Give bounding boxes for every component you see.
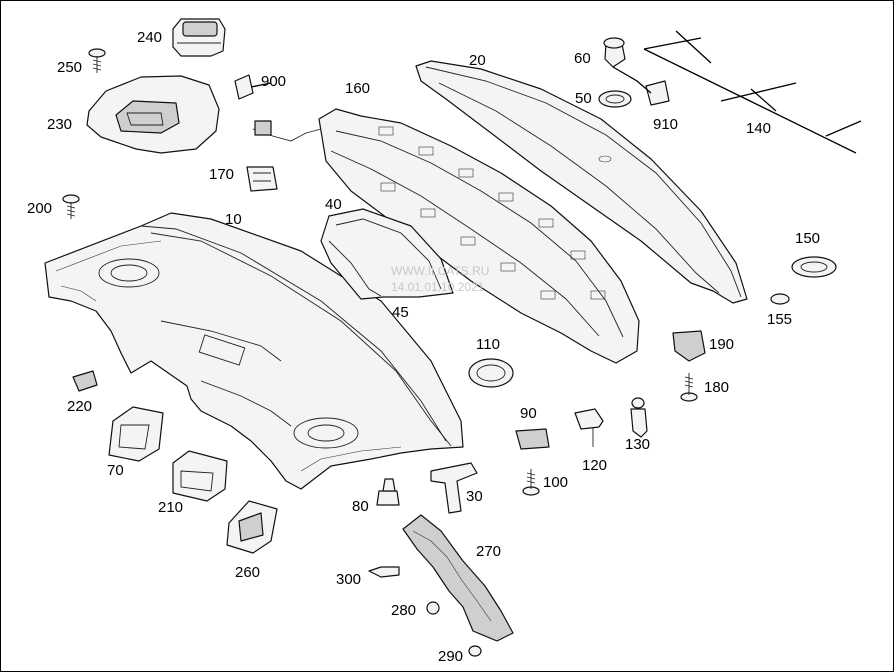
callout-270: 270: [476, 543, 501, 560]
callout-30: 30: [466, 488, 483, 505]
part-20-shelf-trim: [415, 60, 748, 304]
callout-290: 290: [438, 648, 463, 665]
callout-140: 140: [746, 120, 771, 137]
part-60-grommet: [603, 37, 626, 68]
callout-80: 80: [352, 498, 369, 515]
part-90-clip: [515, 428, 550, 450]
part-240-switch: [172, 18, 226, 57]
callout-910: 910: [653, 116, 678, 133]
callout-250: 250: [57, 59, 82, 76]
part-110-clip-ring: [468, 358, 514, 388]
part-100-screw: [522, 469, 540, 496]
callout-110: 110: [476, 336, 500, 353]
part-170-connector: [246, 166, 278, 192]
callout-150: 150: [795, 230, 820, 247]
part-250-screw: [88, 48, 106, 73]
callout-200: 200: [27, 200, 52, 217]
part-300-screw: [368, 566, 400, 578]
callout-160: 160: [345, 80, 370, 97]
callout-230: 230: [47, 116, 72, 133]
callout-260: 260: [235, 564, 260, 581]
part-280-screw: [426, 601, 440, 615]
callout-130: 130: [625, 436, 650, 453]
part-900-wire-harness: [252, 120, 322, 142]
callout-120: 120: [582, 457, 607, 474]
callout-60: 60: [574, 50, 591, 67]
callout-90: 90: [520, 405, 537, 422]
callout-155: 155: [767, 311, 792, 328]
callout-45: 45: [392, 304, 409, 321]
callout-70: 70: [107, 462, 124, 479]
callout-190: 190: [709, 336, 734, 353]
callout-240: 240: [137, 29, 162, 46]
part-190-clip: [672, 330, 706, 362]
part-900-label: [234, 74, 254, 100]
leader-lines: [250, 66, 652, 94]
callout-50: 50: [575, 90, 592, 107]
part-150-plug: [791, 256, 837, 278]
callout-180: 180: [704, 379, 729, 396]
callout-280: 280: [391, 602, 416, 619]
part-130-clip: [630, 397, 648, 438]
part-40-45-cover-panel: [320, 208, 454, 300]
part-210-bezel: [172, 450, 228, 502]
part-155-plug: [770, 293, 790, 305]
part-290-screw: [468, 645, 482, 657]
part-30-bracket: [430, 462, 478, 514]
callout-40: 40: [325, 196, 342, 213]
part-200-screw: [62, 194, 80, 219]
part-50-grommet: [598, 90, 632, 108]
part-230-cover: [86, 75, 220, 154]
callout-labels: 240 250 230 900 160 20 60 50 910 140 170…: [27, 29, 820, 665]
watermark-line2: 14.01.01.10.2021: [391, 280, 485, 294]
part-180-bolt: [680, 373, 698, 402]
callout-220: 220: [67, 398, 92, 415]
watermark-line1: WWW.ILCATS.RU: [391, 264, 489, 278]
part-140-lines: [643, 30, 862, 154]
callout-10: 10: [225, 211, 242, 228]
callout-100: 100: [543, 474, 568, 491]
callout-170: 170: [209, 166, 234, 183]
part-910-label: [645, 80, 670, 106]
callout-300: 300: [336, 571, 361, 588]
part-270-bracket: [402, 514, 514, 642]
part-80-clip: [376, 478, 400, 506]
callout-900: 900: [261, 73, 286, 90]
part-70-switch-bezel: [108, 406, 164, 462]
part-220-clip: [72, 370, 98, 392]
part-120-pin: [574, 408, 604, 447]
part-260-switch: [226, 500, 278, 554]
callout-20: 20: [469, 52, 486, 69]
callout-210: 210: [158, 499, 183, 516]
